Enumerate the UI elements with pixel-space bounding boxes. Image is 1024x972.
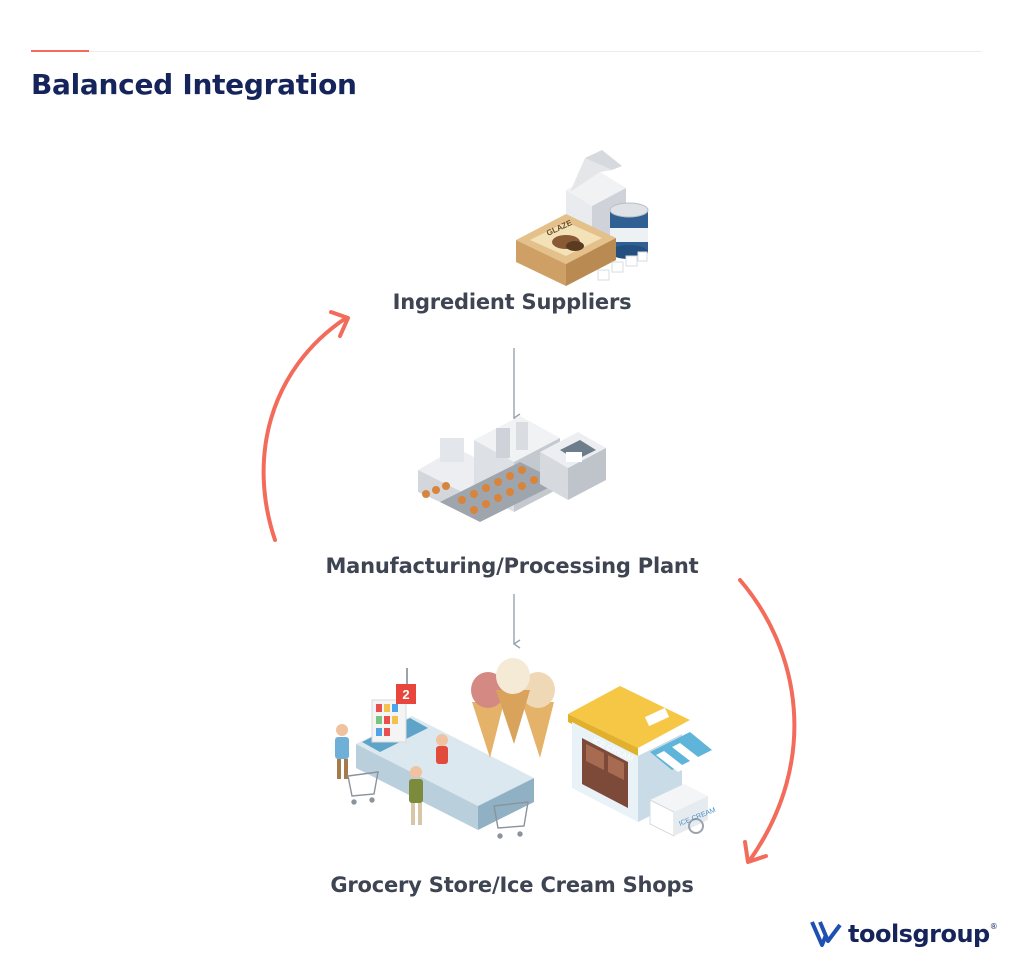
- distribution-arrow-head: [743, 840, 768, 864]
- ingredient-suppliers-illustration: GLAZE: [516, 150, 649, 286]
- header-divider: [31, 51, 982, 52]
- return-arrow-head: [329, 310, 350, 338]
- logo-registered-mark: ®: [989, 922, 998, 931]
- shopping-cart-icon-2: [493, 801, 529, 839]
- checkout-sign: [396, 684, 416, 704]
- header-accent-bar: [31, 50, 89, 52]
- cashier-figure: [436, 734, 448, 746]
- distribution-arrow: [738, 578, 797, 862]
- customer-figure: [409, 766, 423, 825]
- glaze-box-icon: GLAZE: [516, 214, 616, 286]
- toolsgroup-logo: toolsgroup ®: [810, 914, 998, 954]
- logo-text: toolsgroup: [848, 920, 990, 948]
- toolsgroup-logo-icon: [810, 921, 842, 947]
- checkout-number: 2: [402, 687, 409, 702]
- ice-cream-cones-illustration: [471, 658, 555, 758]
- stage-label-ingredient-suppliers: Ingredient Suppliers: [392, 290, 632, 314]
- page-title: Balanced Integration: [31, 68, 357, 101]
- grocery-store-illustration: 2: [335, 668, 534, 839]
- manufacturing-plant-illustration: [418, 416, 606, 522]
- stage-label-manufacturing-plant: Manufacturing/Processing Plant: [325, 554, 699, 578]
- shopping-cart-icon: [347, 771, 379, 805]
- shopper-figure: [335, 724, 349, 779]
- stage-label-grocery-ice-cream-shops: Grocery Store/Ice Cream Shops: [330, 873, 694, 897]
- ice-cream-shop-illustration: ICE CREAM ICE CREAM: [568, 686, 717, 837]
- ingredient-can-icon: [609, 202, 649, 259]
- return-arrow: [261, 316, 348, 542]
- sugar-cubes-icon: [597, 251, 648, 281]
